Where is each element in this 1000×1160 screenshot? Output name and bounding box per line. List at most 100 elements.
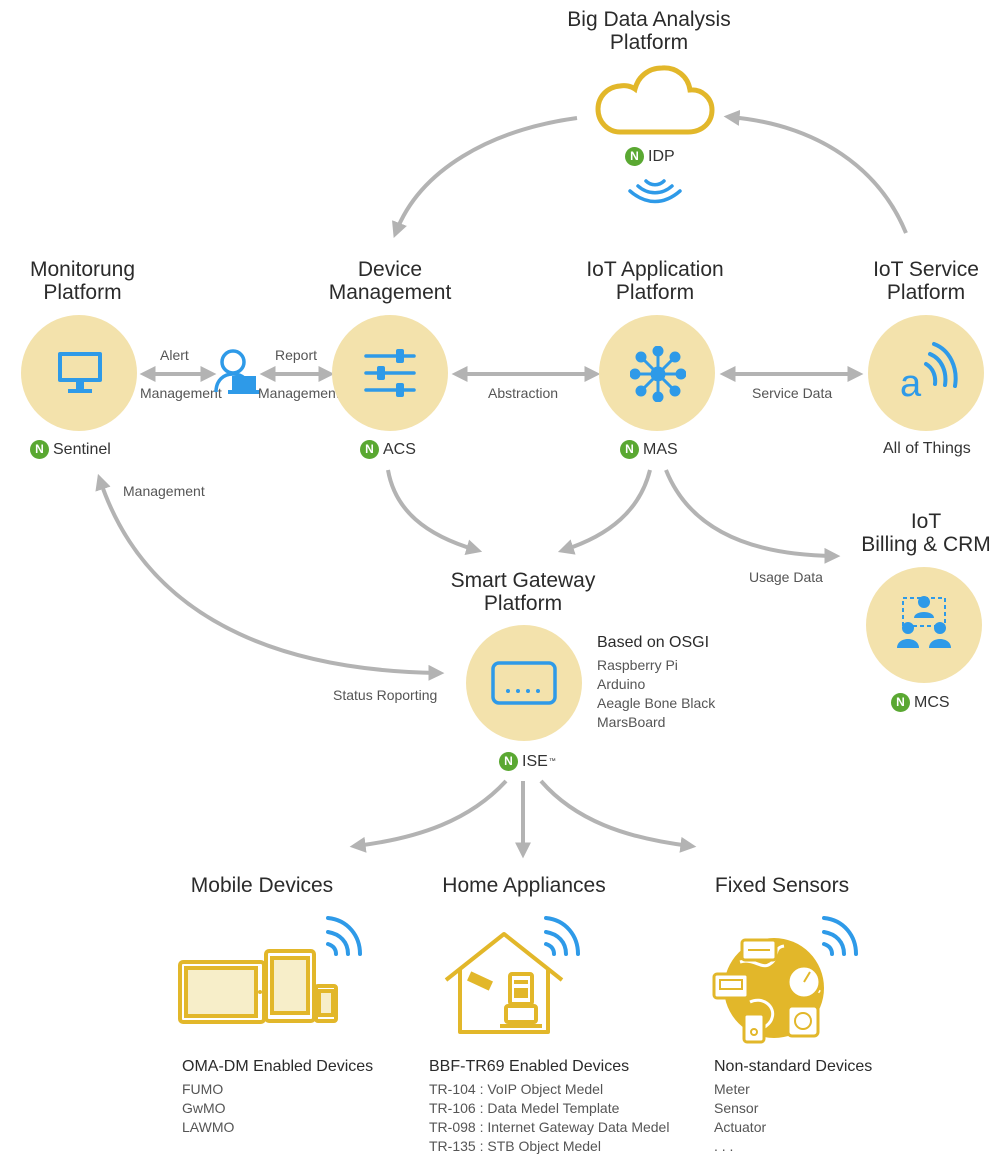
alert-management-label: Management bbox=[140, 385, 222, 401]
home-appliances-info: BBF-TR69 Enabled Devices TR-104 : VoIP O… bbox=[429, 1058, 669, 1156]
idp-product-label: N IDP bbox=[625, 147, 675, 166]
fixed-sensors-item: Sensor bbox=[714, 1100, 759, 1116]
monitor-icon bbox=[58, 352, 102, 393]
gateway-info-item: Aeagle Bone Black bbox=[597, 695, 716, 711]
all-of-things-product-label: All of Things bbox=[883, 440, 971, 458]
device-management-title-line2: Management bbox=[328, 281, 452, 304]
mobile-devices-heading: OMA-DM Enabled Devices bbox=[182, 1058, 374, 1075]
gateway-box-icon bbox=[491, 661, 557, 705]
device-management-title: Device Management bbox=[305, 258, 475, 304]
big-data-title: Big Data Analysis Platform bbox=[549, 8, 749, 54]
fixed-sensors-item: Meter bbox=[714, 1081, 750, 1097]
mcs-product-label: N MCS bbox=[891, 693, 950, 712]
iot-application-title: IoT Application Platform bbox=[560, 258, 750, 304]
people-icon bbox=[897, 596, 951, 648]
home-appliances-item: TR-104 : VoIP Object Medel bbox=[429, 1081, 604, 1097]
sentinel-product-label: N Sentinel bbox=[30, 440, 111, 459]
mobile-devices-item: LAWMO bbox=[182, 1119, 235, 1135]
fixed-sensors-heading: Non-standard Devices bbox=[714, 1058, 873, 1075]
wifi-icon bbox=[326, 916, 362, 956]
iot-service-title-line1: IoT Service bbox=[873, 258, 979, 281]
sentinel-product-name: Sentinel bbox=[53, 440, 111, 458]
gateway-title-line1: Smart Gateway bbox=[450, 569, 596, 592]
mobile-devices-title: Mobile Devices bbox=[190, 874, 334, 897]
fixed-sensors-info: Non-standard Devices Meter Sensor Actuat… bbox=[714, 1058, 872, 1156]
alert-label: Alert bbox=[160, 347, 189, 363]
management-label: Management bbox=[123, 483, 205, 499]
report-label: Report bbox=[275, 347, 318, 363]
wireless-signal-icon bbox=[628, 179, 682, 204]
n-badge-icon: N bbox=[30, 440, 49, 459]
ise-product-name: ISE bbox=[522, 752, 548, 770]
home-appliances-item: TR-098 : Internet Gateway Data Medel bbox=[429, 1119, 670, 1135]
gateway-info: Based on OSGI Raspberry Pi Arduino Aeagl… bbox=[597, 634, 715, 732]
gateway-title-line2: Platform bbox=[483, 592, 563, 615]
n-badge-icon: N bbox=[891, 693, 910, 712]
gateway-info-heading: Based on OSGI bbox=[597, 634, 710, 651]
fixed-sensors-title: Fixed Sensors bbox=[714, 874, 850, 897]
iot-service-title-line2: Platform bbox=[886, 281, 966, 304]
fixed-sensors-item: Actuator bbox=[714, 1119, 767, 1135]
arrow-bigdata-to-devicemgmt bbox=[392, 116, 578, 238]
iot-application-title-line2: Platform bbox=[615, 281, 695, 304]
svg-text:a: a bbox=[900, 363, 922, 402]
idp-product-name: IDP bbox=[648, 147, 675, 165]
n-badge-icon: N bbox=[360, 440, 379, 459]
billing-title: IoT Billing & CRM bbox=[855, 510, 997, 556]
gateway-info-item: Arduino bbox=[597, 676, 646, 692]
iot-service-circle bbox=[868, 315, 984, 431]
home-appliances-item: TR-135 : STB Object Medel bbox=[429, 1138, 601, 1154]
arrow-iotservice-to-bigdata bbox=[723, 109, 908, 234]
home-appliances-item: TR-106 : Data Medel Template bbox=[429, 1100, 620, 1116]
arrow-gateway-to-mobile bbox=[349, 779, 508, 853]
sliders-icon bbox=[364, 349, 416, 397]
wifi-icon bbox=[822, 916, 858, 956]
house-icon bbox=[444, 932, 564, 1034]
iot-service-title: IoT Service Platform bbox=[845, 258, 1000, 304]
n-badge-icon: N bbox=[620, 440, 639, 459]
big-data-title-line2: Platform bbox=[609, 31, 689, 54]
big-data-title-line1: Big Data Analysis bbox=[567, 8, 731, 31]
mas-product-name: MAS bbox=[643, 440, 678, 458]
user-laptop-icon bbox=[214, 349, 260, 394]
device-management-title-line1: Device bbox=[357, 258, 423, 281]
billing-title-line1: IoT bbox=[910, 510, 942, 533]
arrow-usage-data bbox=[664, 469, 841, 564]
tablet-phone-icon bbox=[178, 949, 338, 1024]
iot-application-title-line1: IoT Application bbox=[586, 258, 724, 281]
monitoring-title: Monitorung Platform bbox=[0, 258, 165, 304]
mas-product-label: N MAS bbox=[620, 440, 678, 459]
cloud-icon bbox=[595, 65, 715, 135]
fixed-sensors-item: . . . bbox=[714, 1138, 734, 1154]
report-management-label: Management bbox=[258, 385, 340, 401]
home-appliances-title: Home Appliances bbox=[442, 874, 606, 897]
service-data-label: Service Data bbox=[752, 385, 833, 401]
home-appliances-heading: BBF-TR69 Enabled Devices bbox=[429, 1058, 630, 1075]
abstraction-label: Abstraction bbox=[488, 385, 559, 401]
mobile-devices-info: OMA-DM Enabled Devices FUMO GwMO LAWMO bbox=[182, 1058, 373, 1137]
acs-product-label: N ACS bbox=[360, 440, 416, 459]
monitoring-title-line1: Monitorung bbox=[29, 258, 136, 281]
n-badge-icon: N bbox=[625, 147, 644, 166]
signal-a-icon: a bbox=[900, 342, 958, 402]
mcs-product-name: MCS bbox=[914, 693, 950, 711]
gateway-title: Smart Gateway Platform bbox=[430, 569, 616, 615]
mobile-devices-item: FUMO bbox=[182, 1081, 224, 1097]
wifi-icon bbox=[544, 916, 580, 956]
n-badge-icon: N bbox=[499, 752, 518, 771]
arrow-status-reporting bbox=[95, 473, 445, 681]
all-of-things-product-name: All of Things bbox=[883, 440, 971, 457]
arrow-gateway-to-sensors bbox=[539, 779, 697, 853]
gateway-info-item: Raspberry Pi bbox=[597, 657, 678, 673]
trademark-symbol: ™ bbox=[548, 758, 556, 765]
usage-data-label: Usage Data bbox=[749, 569, 823, 585]
status-reporting-label: Status Roporting bbox=[333, 687, 438, 703]
monitoring-title-line2: Platform bbox=[43, 281, 122, 304]
arrow-mas-to-gateway bbox=[557, 469, 652, 555]
gateway-info-item: MarsBoard bbox=[597, 714, 666, 730]
arrow-acs-to-gateway bbox=[386, 469, 483, 555]
mobile-devices-item: GwMO bbox=[182, 1100, 226, 1116]
billing-title-line2: Billing & CRM bbox=[861, 533, 991, 556]
